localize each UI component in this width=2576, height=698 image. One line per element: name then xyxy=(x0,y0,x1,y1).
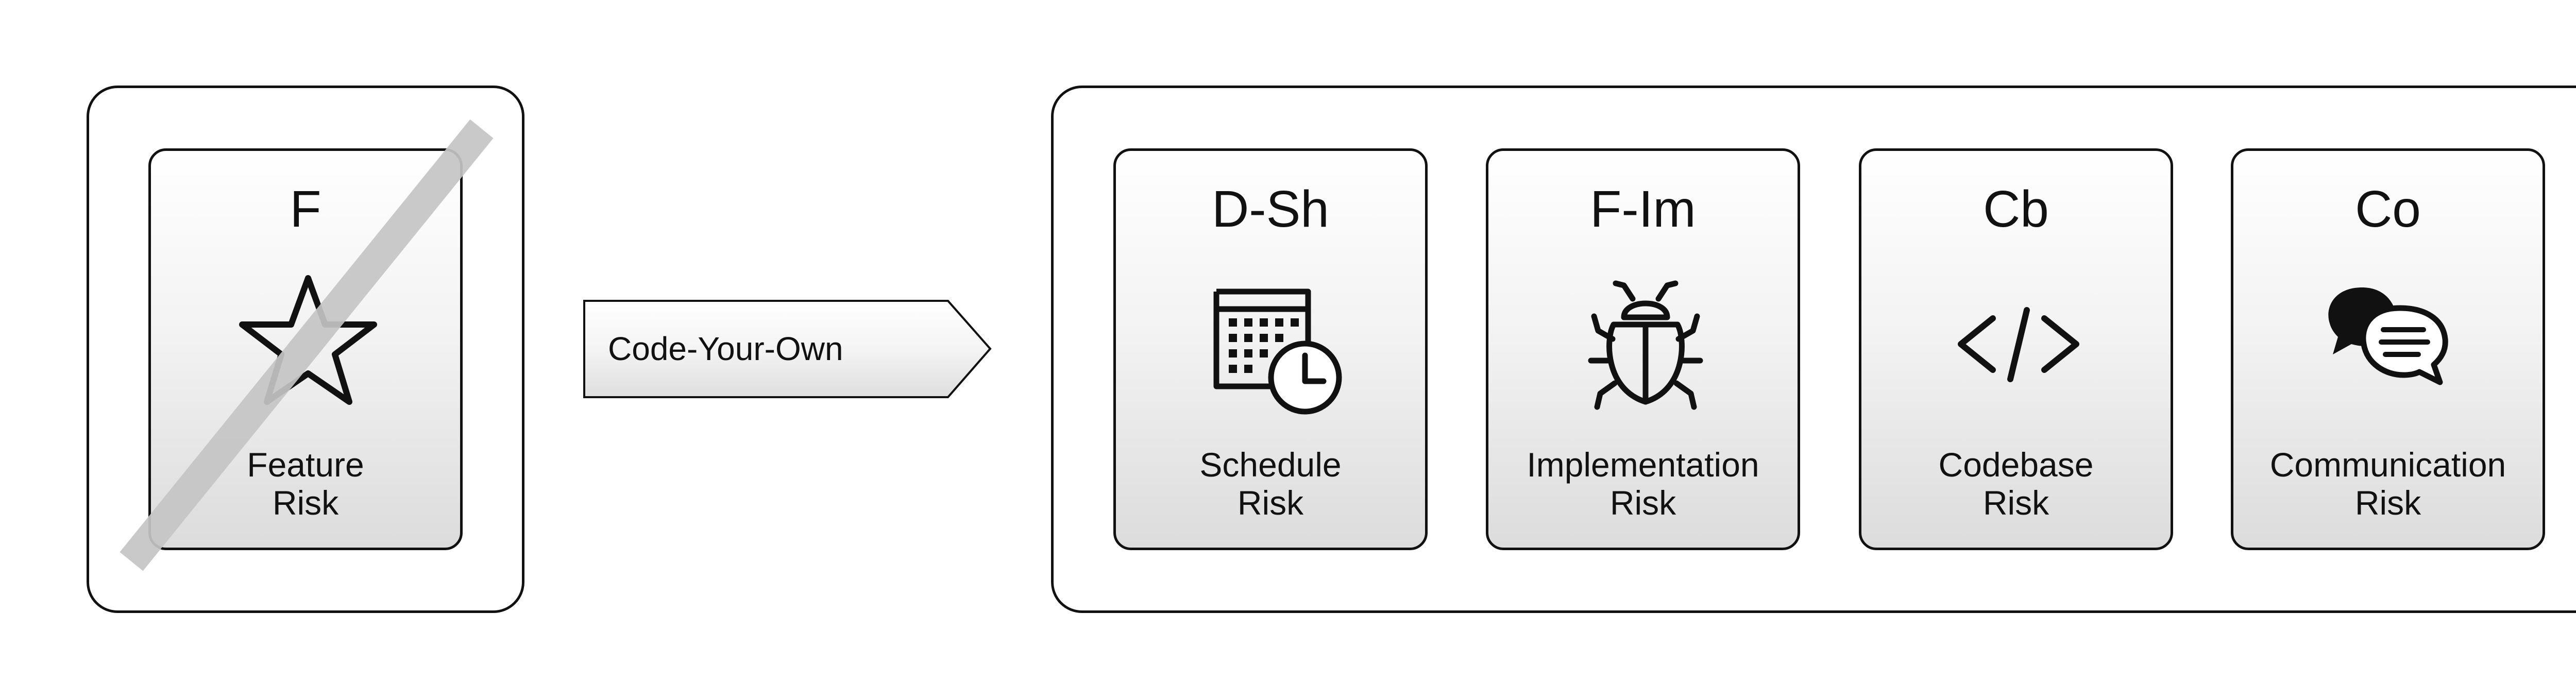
risk-label-line1: Codebase xyxy=(1938,446,2094,484)
arrow-label: Code-Your-Own xyxy=(608,330,843,367)
risk-label-line2: Risk xyxy=(1237,484,1304,522)
star-icon xyxy=(231,267,385,421)
risk-code: F xyxy=(290,180,321,238)
chat-bubbles-icon xyxy=(2313,267,2468,421)
code-your-own-arrow: Code-Your-Own xyxy=(582,299,994,399)
calendar-clock-icon xyxy=(1196,267,1350,421)
risk-label-line2: Risk xyxy=(272,484,339,522)
risk-code: F-Im xyxy=(1590,180,1696,238)
risk-label-line2: Risk xyxy=(1982,484,2049,522)
code-icon xyxy=(1941,267,2096,421)
risk-label: Schedule Risk xyxy=(1116,446,1425,522)
risk-card-schedule: D-Sh xyxy=(1113,148,1428,550)
risk-code: Cb xyxy=(1983,180,2049,238)
risk-label-line1: Schedule xyxy=(1199,446,1342,484)
risk-card-codebase: Cb Codebase Risk xyxy=(1859,148,2173,550)
risk-label: Feature Risk xyxy=(151,446,460,522)
risk-label-line1: Implementation xyxy=(1527,446,1759,484)
risk-label: Communication Risk xyxy=(2233,446,2543,522)
risk-label-line2: Risk xyxy=(1609,484,1676,522)
risk-card-feature: F Feature Risk xyxy=(148,148,463,550)
risk-label: Implementation Risk xyxy=(1488,446,1798,522)
risk-card-implementation: F-Im Implementation xyxy=(1486,148,1800,550)
risk-label: Codebase Risk xyxy=(1861,446,2171,522)
risk-label-line2: Risk xyxy=(2354,484,2421,522)
bug-icon xyxy=(1568,267,1723,421)
risk-label-line1: Feature xyxy=(247,446,364,484)
risk-card-communication: Co Communication Risk xyxy=(2231,148,2545,550)
risk-label-line1: Communication xyxy=(2269,446,2506,484)
risk-code: D-Sh xyxy=(1212,180,1329,238)
risk-code: Co xyxy=(2355,180,2421,238)
